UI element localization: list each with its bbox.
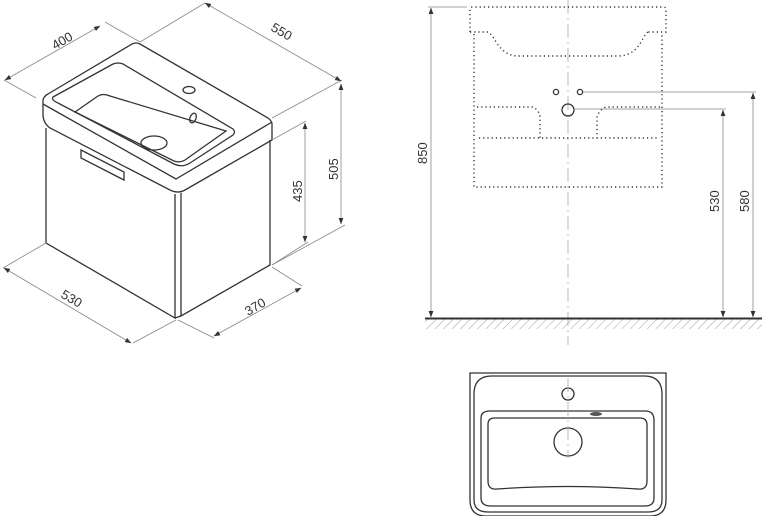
dim-top-width: 550	[269, 20, 295, 44]
dim-mount-height: 850	[415, 142, 430, 164]
top-view-rim	[473, 375, 663, 513]
dim-supply-height: 580	[737, 190, 752, 212]
drawer-handle	[80, 148, 125, 182]
overflow-icon	[189, 112, 197, 124]
drain-icon	[140, 135, 168, 151]
countertop-front-edge	[42, 103, 273, 180]
isometric-dimensions: 400 550 505 435 530 370	[2, 2, 346, 344]
drawer-cutout-left	[477, 106, 541, 138]
floor-hatching	[425, 319, 762, 329]
supply-hole-right-icon	[576, 88, 584, 96]
tap-hole-icon	[182, 85, 196, 95]
dim-cabinet-width: 530	[59, 287, 85, 311]
front-elevation: 850 580 530	[415, 0, 762, 345]
isometric-view	[42, 42, 273, 320]
overflow-top-icon	[590, 412, 602, 416]
dim-cabinet-depth: 370	[242, 295, 268, 319]
dim-total-height: 505	[326, 158, 341, 180]
basin-bowl	[73, 93, 228, 163]
top-view-outer	[469, 372, 667, 516]
cabinet-hidden-outline	[473, 34, 663, 188]
dim-top-depth: 400	[49, 29, 75, 53]
cabinet-corner	[174, 315, 182, 319]
countertop-outline	[42, 42, 273, 193]
drawer-cutout-right	[596, 106, 660, 138]
top-view	[469, 372, 667, 516]
dim-cabinet-height: 435	[290, 180, 305, 202]
basin-hidden-outline	[470, 31, 649, 57]
basin-bottom-outline	[487, 417, 648, 490]
dim-waste-height: 530	[707, 190, 722, 212]
waste-outlet-icon	[561, 103, 575, 117]
basin-top-outline	[480, 410, 655, 507]
supply-hole-left-icon	[552, 88, 560, 96]
basin-rim	[51, 62, 236, 167]
